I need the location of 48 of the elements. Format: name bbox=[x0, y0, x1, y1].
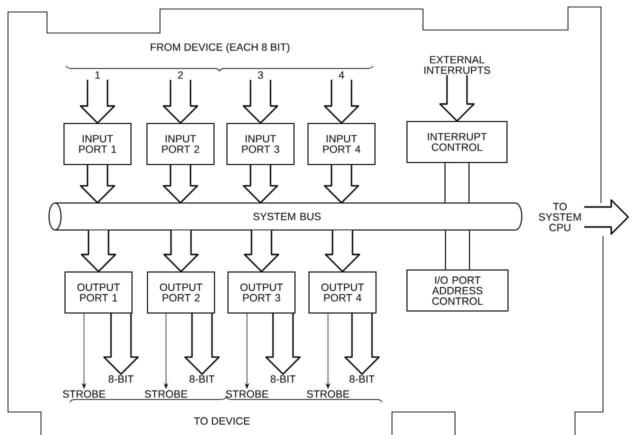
control-box: I/O PORT ADDRESS CONTROL bbox=[406, 270, 508, 312]
block-arrow bbox=[324, 164, 360, 204]
output-port-box: OUTPUT PORT 3 bbox=[228, 272, 296, 314]
input-port-box: INPUT PORT 4 bbox=[308, 123, 376, 165]
block-arrow bbox=[584, 199, 629, 235]
bit-width-label: 8-BIT bbox=[350, 375, 375, 383]
node-label: SYSTEM BUS bbox=[253, 212, 321, 220]
bit-width-label: 8-BIT bbox=[108, 375, 134, 383]
block-arrow bbox=[439, 74, 475, 122]
block-arrow bbox=[163, 230, 199, 272]
output-port-box: OUTPUT PORT 1 bbox=[64, 272, 132, 314]
block-arrow bbox=[103, 312, 139, 375]
bus-connection bbox=[444, 162, 470, 204]
strobe-label: STROBE bbox=[62, 390, 106, 398]
block-arrow bbox=[265, 312, 301, 375]
port-number: 2 bbox=[178, 71, 183, 79]
block-arrow bbox=[242, 164, 278, 204]
output-port-box: OUTPUT PORT 4 bbox=[308, 272, 376, 314]
system-bus: SYSTEM BUS bbox=[48, 202, 522, 230]
bit-width-label: 8-BIT bbox=[270, 375, 296, 383]
section-label: FROM DEVICE (EACH 8 BIT) bbox=[150, 43, 290, 53]
strobe-label: STROBE bbox=[226, 390, 268, 398]
block-arrow bbox=[80, 164, 116, 204]
block-arrow bbox=[344, 312, 380, 375]
section-label: TO DEVICE bbox=[194, 417, 250, 425]
strobe-label: STROBE bbox=[306, 390, 350, 398]
port-number: 3 bbox=[258, 71, 263, 79]
block-arrow bbox=[244, 230, 280, 272]
block-arrow bbox=[242, 79, 278, 124]
interrupt-label: EXTERNAL INTERRUPTS bbox=[424, 56, 490, 74]
block-arrow bbox=[80, 79, 116, 124]
input-port-box: INPUT PORT 2 bbox=[146, 123, 214, 165]
bus-connection bbox=[445, 230, 470, 270]
block-arrow bbox=[324, 79, 360, 124]
port-number: 1 bbox=[95, 71, 100, 79]
port-number: 4 bbox=[338, 71, 344, 79]
block-arrow bbox=[324, 230, 360, 272]
block-arrow bbox=[184, 312, 220, 375]
input-port-box: INPUT PORT 1 bbox=[64, 123, 132, 165]
control-box: INTERRUPT CONTROL bbox=[406, 121, 508, 163]
block-arrow bbox=[80, 230, 116, 272]
block-arrow bbox=[162, 79, 198, 124]
input-port-box: INPUT PORT 3 bbox=[226, 123, 294, 165]
bit-width-label: 8-BIT bbox=[190, 375, 215, 383]
output-port-box: OUTPUT PORT 2 bbox=[147, 272, 215, 314]
strobe-label: STROBE bbox=[144, 390, 188, 398]
block-arrow bbox=[162, 164, 198, 204]
cpu-label: TO SYSTEM CPU bbox=[538, 202, 581, 232]
